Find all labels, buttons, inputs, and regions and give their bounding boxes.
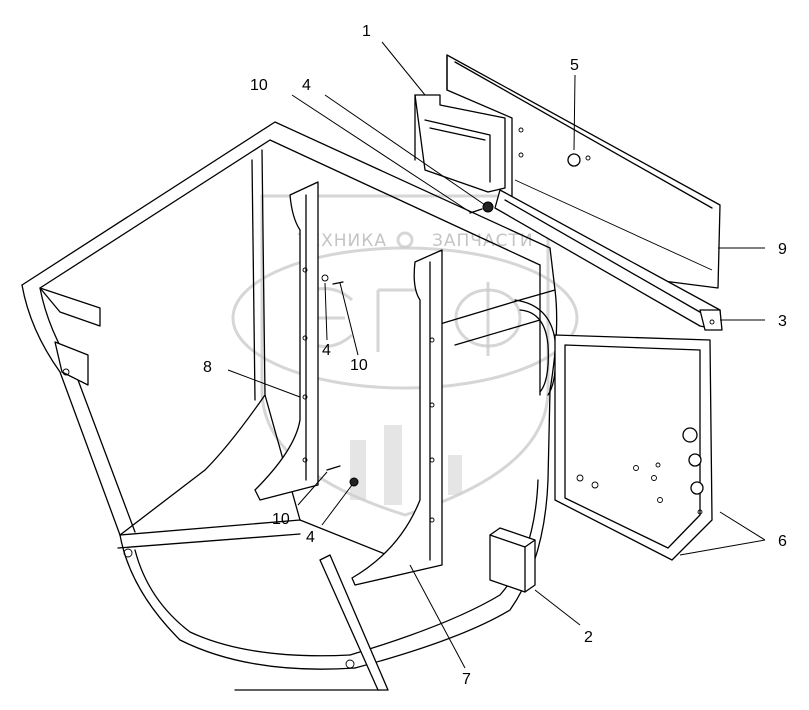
callout-4-bottom: 4 <box>306 529 315 546</box>
callout-7: 7 <box>462 671 471 688</box>
part-8-pillar-trim <box>254 181 319 501</box>
part-2-box <box>489 527 536 593</box>
callout-1: 1 <box>362 23 371 40</box>
part-3-rail <box>494 189 723 331</box>
callout-9: 9 <box>778 241 787 258</box>
cab-frame <box>21 121 558 691</box>
callout-6: 6 <box>778 533 787 550</box>
fasteners <box>321 201 494 487</box>
watermark-left-text: ТЕХНИКА <box>297 231 387 251</box>
callout-4-middle: 4 <box>322 342 331 359</box>
callout-3: 3 <box>778 313 787 330</box>
part-7-pillar-trim <box>319 249 443 691</box>
callout-2: 2 <box>584 629 593 646</box>
callout-4-top: 4 <box>302 77 311 94</box>
callout-5: 5 <box>570 57 579 74</box>
part-1-pocket <box>414 94 506 193</box>
leader-lines <box>227 41 766 669</box>
gear-icon <box>396 231 414 249</box>
callout-labels: 1 5 10 4 9 3 4 10 8 10 4 6 2 7 <box>203 23 787 688</box>
part-6-side-panel <box>554 334 713 561</box>
callout-10-middle: 10 <box>350 357 368 374</box>
watermark-right-text: ЗАПЧАСТИ <box>432 231 534 251</box>
callout-8: 8 <box>203 359 212 376</box>
callout-10-top: 10 <box>250 77 268 94</box>
callout-10-bottom: 10 <box>272 511 290 528</box>
